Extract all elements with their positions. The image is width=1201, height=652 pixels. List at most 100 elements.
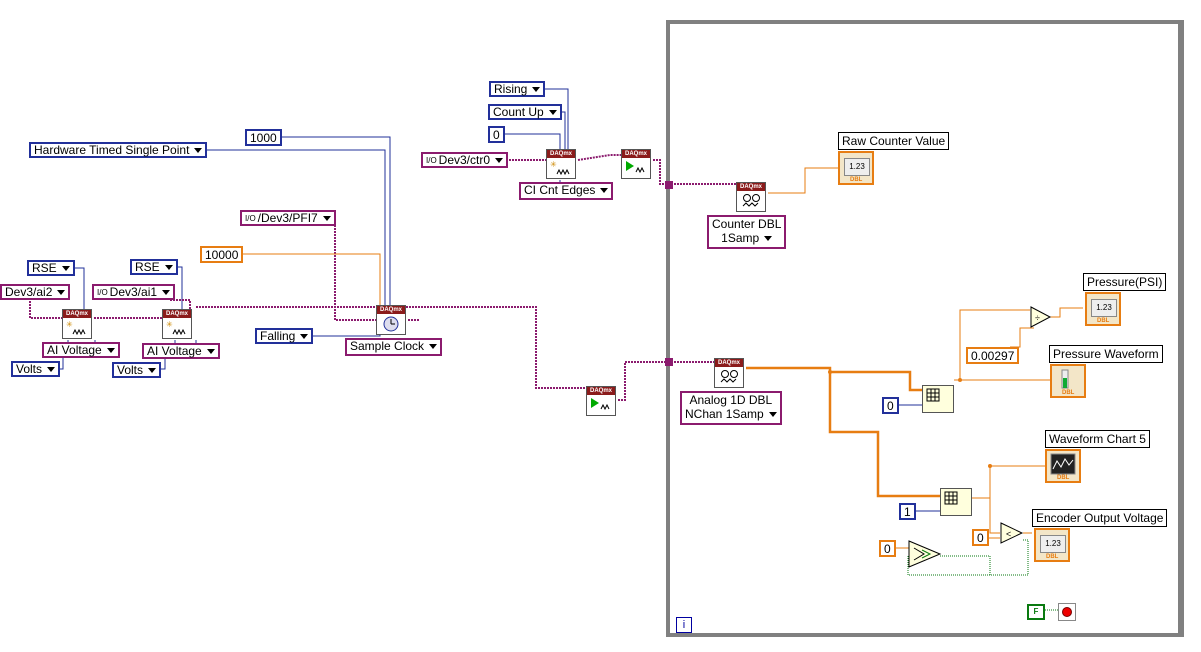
rate-value: 10000 [205, 248, 239, 262]
pfi-constant[interactable]: I/O/Dev3/PFI7 [240, 210, 336, 226]
less-than-icon[interactable]: < [1000, 522, 1024, 544]
create-channel-node-b[interactable]: DAQmx ✳ [162, 309, 192, 339]
scale-constant[interactable]: 0.00297 [966, 347, 1020, 364]
dropdown-arrow-icon[interactable] [429, 344, 438, 350]
dropdown-arrow-icon[interactable] [532, 87, 541, 93]
count-direction-constant[interactable]: Count Up [488, 104, 562, 120]
dropdown-arrow-icon[interactable] [47, 367, 56, 373]
terminal-config-a[interactable]: RSE [27, 260, 75, 276]
pfi-label: /Dev3/PFI7 [257, 211, 318, 225]
index-array-node-b[interactable] [940, 488, 972, 516]
analog-read-node[interactable]: DAQmx [714, 358, 744, 388]
io-icon: I/O [245, 214, 256, 223]
svg-text:<: < [1006, 529, 1011, 539]
dropdown-arrow-icon[interactable] [194, 148, 203, 154]
select-icon[interactable] [908, 540, 942, 568]
channel-ai2-constant[interactable]: Dev3/ai2 [0, 284, 71, 300]
waveform-chart-indicator[interactable]: DBL [1045, 449, 1081, 483]
falling-label: Falling [260, 329, 296, 343]
dropdown-arrow-icon[interactable] [206, 349, 215, 355]
rising-label: Rising [494, 82, 528, 96]
analog-read-line1: Analog 1D DBL [689, 393, 773, 407]
analog-read-selector[interactable]: Analog 1D DBL NChan 1Samp [680, 391, 782, 425]
dropdown-arrow-icon[interactable] [600, 188, 609, 194]
volts-label: Volts [117, 363, 144, 377]
rse-label: RSE [135, 260, 160, 274]
compare-zero-constant-b[interactable]: 0 [879, 540, 896, 557]
units-b[interactable]: Volts [112, 362, 162, 378]
counter-read-node[interactable]: DAQmx [736, 182, 766, 212]
samples-value: 1000 [250, 131, 277, 145]
dropdown-arrow-icon[interactable] [768, 412, 777, 418]
index-array-icon [944, 491, 958, 505]
ai-voltage-label: AI Voltage [47, 343, 102, 357]
divide-icon[interactable]: ÷ [1030, 306, 1052, 328]
index-one-constant[interactable]: 1 [899, 503, 916, 520]
ci-cnt-edges-selector[interactable]: CI Cnt Edges [519, 182, 614, 200]
dropdown-arrow-icon[interactable] [548, 110, 557, 116]
terminal-config-b[interactable]: RSE [130, 259, 178, 275]
ai-voltage-label: AI Voltage [147, 344, 202, 358]
index-array-node-a[interactable] [922, 385, 954, 413]
dropdown-arrow-icon[interactable] [164, 265, 173, 271]
start-task-counter-node[interactable]: DAQmx [621, 149, 651, 179]
compare-zero-value: 0 [884, 542, 891, 556]
start-task-ai-node[interactable]: DAQmx [586, 386, 616, 416]
create-channel-node-a[interactable]: DAQmx ✳ [62, 309, 92, 339]
node-header: DAQmx [622, 150, 650, 158]
scale-value: 0.00297 [971, 349, 1015, 363]
create-counter-channel-node[interactable]: DAQmx ✳ [546, 149, 576, 179]
dropdown-arrow-icon[interactable] [148, 368, 157, 374]
encoder-voltage-label: Encoder Output Voltage [1032, 509, 1168, 527]
counter-read-selector[interactable]: Counter DBL 1Samp [707, 215, 787, 249]
dbl-tag: DBL [1057, 475, 1070, 481]
rse-label: RSE [32, 261, 57, 275]
initial-count-value: 0 [493, 128, 500, 142]
dropdown-arrow-icon[interactable] [322, 216, 331, 222]
io-icon: I/O [426, 156, 437, 165]
measurement-type-a[interactable]: AI Voltage [42, 342, 120, 358]
node-header: DAQmx [63, 310, 91, 318]
analog-task-tunnel [665, 358, 673, 366]
counter-read-line2: 1Samp [721, 231, 760, 245]
stop-icon[interactable] [1058, 603, 1076, 621]
start-play-icon [591, 398, 610, 411]
ci-cnt-edges-label: CI Cnt Edges [524, 183, 596, 197]
index-zero-constant[interactable]: 0 [882, 397, 899, 414]
timing-mode-constant[interactable]: Hardware Timed Single Point [29, 142, 208, 158]
start-play-icon [626, 161, 645, 174]
dropdown-arrow-icon[interactable] [300, 334, 309, 340]
samples-constant[interactable]: 1000 [245, 129, 282, 146]
edge-falling-constant[interactable]: Falling [255, 328, 314, 344]
sample-clock-selector[interactable]: Sample Clock [345, 338, 443, 356]
numeric-icon: 1.23 [1040, 535, 1066, 553]
measurement-type-b[interactable]: AI Voltage [142, 343, 220, 359]
rate-constant[interactable]: 10000 [200, 246, 244, 263]
svg-text:✳: ✳ [166, 320, 173, 329]
pressure-waveform-indicator[interactable]: DBL [1050, 364, 1086, 398]
while-loop[interactable] [666, 20, 1184, 637]
timing-node[interactable]: DAQmx [376, 305, 406, 335]
pressure-waveform-text: Pressure Waveform [1053, 347, 1159, 361]
units-a[interactable]: Volts [11, 361, 61, 377]
compare-zero-constant-a[interactable]: 0 [972, 529, 989, 546]
false-constant[interactable]: F [1027, 604, 1045, 620]
dropdown-arrow-icon[interactable] [495, 158, 504, 164]
dropdown-arrow-icon[interactable] [764, 236, 773, 242]
counter-edge-icon: ✳ [550, 160, 570, 176]
node-header: DAQmx [547, 150, 575, 158]
dropdown-arrow-icon[interactable] [162, 290, 171, 296]
read-glasses-icon [742, 194, 760, 207]
ai1-label: Dev3/ai1 [109, 285, 158, 299]
dropdown-arrow-icon[interactable] [61, 266, 70, 272]
edge-rising-constant[interactable]: Rising [489, 81, 546, 97]
pressure-psi-label: Pressure(PSI) [1083, 273, 1167, 291]
initial-count-constant[interactable]: 0 [488, 126, 505, 143]
dropdown-arrow-icon[interactable] [106, 348, 115, 354]
dropdown-arrow-icon[interactable] [57, 290, 66, 296]
